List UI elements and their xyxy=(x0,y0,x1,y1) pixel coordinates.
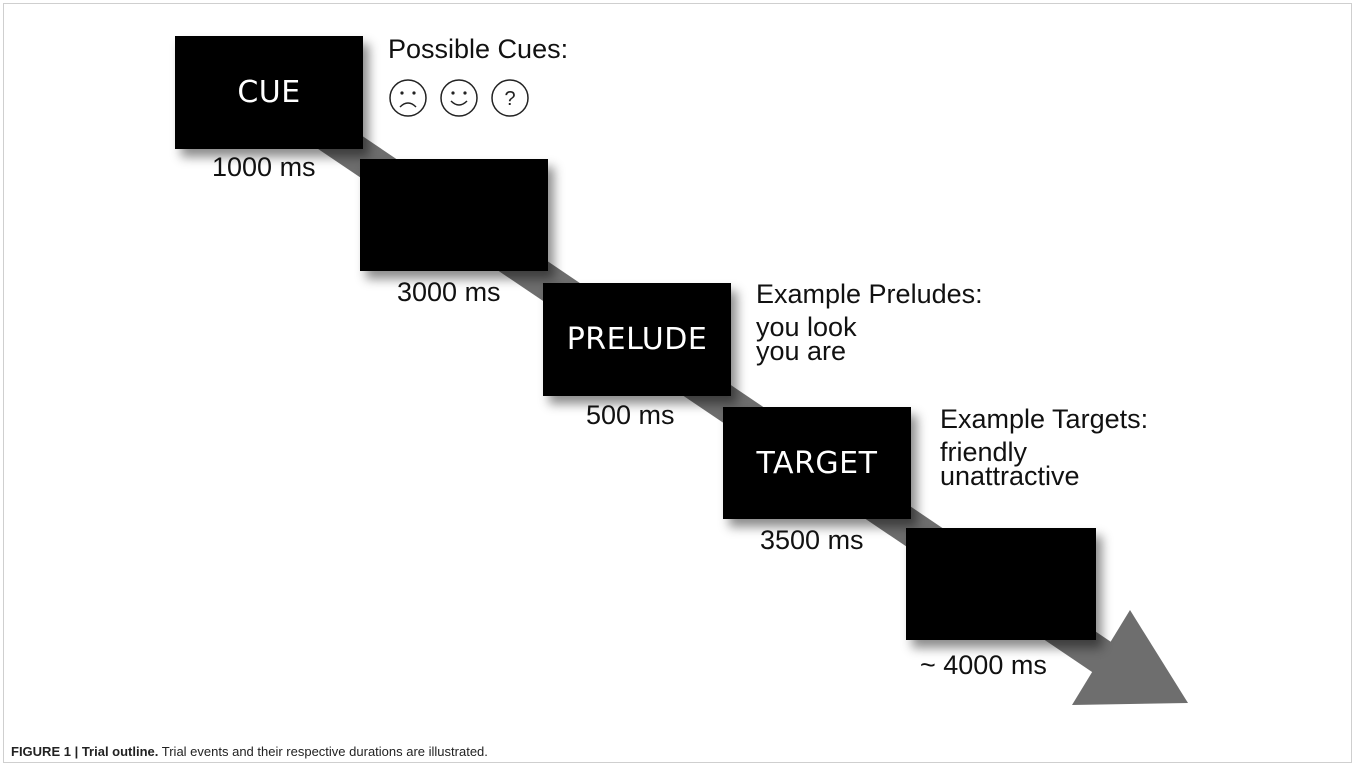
timeline-arrow-head xyxy=(1072,610,1188,705)
preludes-list: you look you are xyxy=(756,312,857,366)
cue-duration: 1000 ms xyxy=(212,152,316,182)
blank-1-duration: 3000 ms xyxy=(397,277,501,307)
caption-label: FIGURE 1 | Trial outline. xyxy=(11,744,159,759)
sad-face-icon xyxy=(389,79,427,117)
prelude-duration: 500 ms xyxy=(586,400,675,430)
cues-title: Possible Cues: xyxy=(388,34,569,64)
question-mark-glyph: ? xyxy=(504,88,515,110)
target-duration: 3500 ms xyxy=(760,525,864,555)
preludes-title: Example Preludes: xyxy=(756,279,983,309)
target-screen: TARGET xyxy=(723,407,911,519)
blank-screen-2 xyxy=(906,528,1096,640)
targets-list: friendly unattractive xyxy=(940,437,1080,491)
prelude-item: you are xyxy=(756,336,847,366)
prelude-item: you look xyxy=(756,312,857,342)
target-item: unattractive xyxy=(940,461,1080,491)
prelude-screen: PRELUDE xyxy=(543,283,731,396)
targets-title: Example Targets: xyxy=(940,404,1149,434)
figure-caption: FIGURE 1 | Trial outline. Trial events a… xyxy=(11,744,488,759)
blank-screen-1 xyxy=(360,159,548,271)
blank-2-duration: ~ 4000 ms xyxy=(920,650,1047,680)
target-item: friendly xyxy=(940,437,1028,467)
figure-frame xyxy=(3,3,1352,763)
caption-text: Trial events and their respective durati… xyxy=(158,744,488,759)
prelude-screen-label: PRELUDE xyxy=(566,322,708,357)
question-mark-icon: ? xyxy=(491,79,529,117)
happy-face-icon xyxy=(440,79,478,117)
cue-screen: CUE xyxy=(175,36,363,149)
target-screen-label: TARGET xyxy=(756,445,878,481)
cue-screen-label: CUE xyxy=(237,75,301,110)
